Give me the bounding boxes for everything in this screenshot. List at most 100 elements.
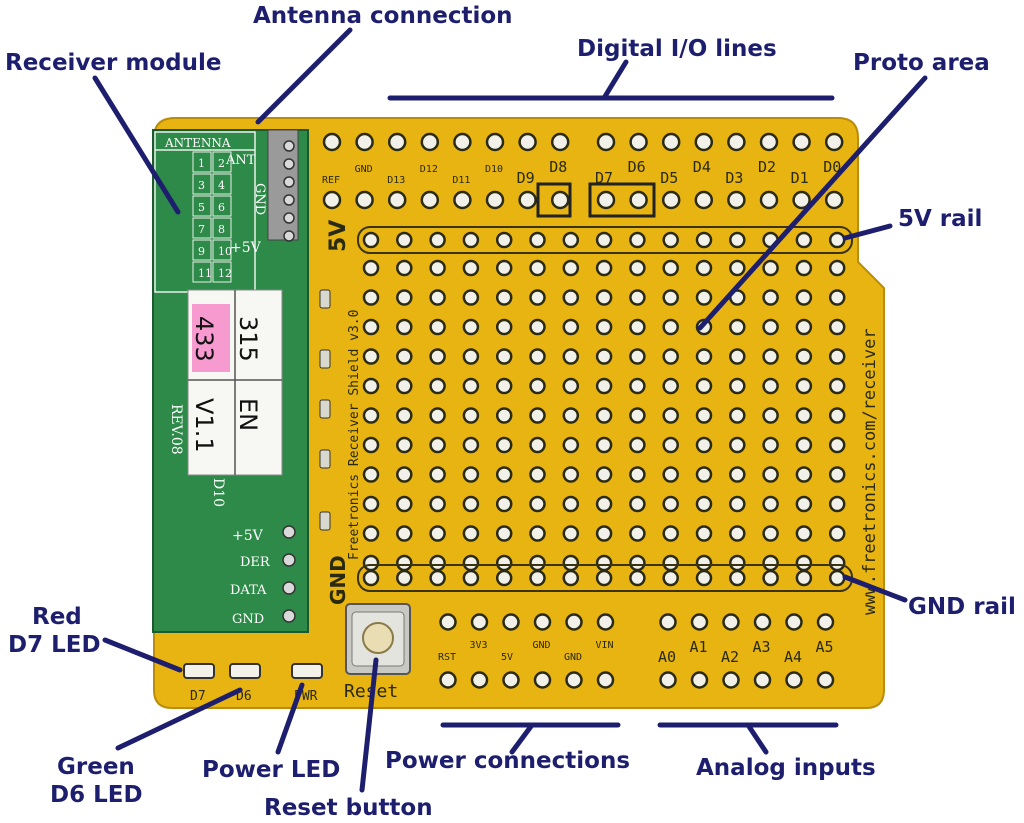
label-reset-button: Reset button: [264, 795, 433, 821]
header-hole: [596, 132, 616, 152]
header-hole: [792, 190, 811, 210]
bottom-header-hole: [690, 613, 709, 631]
proto-hole: [462, 348, 480, 365]
proto-hole: [362, 289, 380, 306]
proto-hole: [629, 495, 646, 513]
digital-pin-label: REF: [322, 175, 340, 186]
proto-hole: [729, 554, 746, 572]
proto-hole: [695, 259, 713, 277]
module-grid-number: 2: [218, 157, 225, 170]
bottom-header-hole: [722, 671, 740, 689]
rail-5v-hole: [396, 231, 413, 249]
proto-hole: [828, 466, 846, 483]
proto-hole: [562, 436, 580, 454]
proto-hole: [396, 525, 413, 542]
proto-hole: [429, 348, 446, 365]
proto-hole: [828, 318, 846, 336]
header-hole: [387, 132, 407, 152]
proto-hole: [462, 436, 480, 454]
silk-led-d7: D7: [190, 689, 206, 704]
proto-hole: [462, 289, 480, 306]
proto-hole: [362, 495, 380, 513]
proto-hole: [396, 348, 413, 365]
reset-button[interactable]: [345, 603, 411, 675]
header-hole: [518, 190, 537, 210]
sticker-en: EN: [234, 398, 262, 431]
rail-5v-hole: [462, 231, 480, 249]
proto-hole: [529, 318, 546, 336]
header-hole: [322, 132, 342, 152]
module-grid-number: 10: [218, 245, 232, 258]
proto-leader: [697, 75, 928, 331]
module-pin: [282, 525, 296, 539]
proto-hole: [828, 436, 846, 454]
proto-hole: [828, 407, 846, 424]
bottom-header-hole: [659, 671, 677, 689]
proto-hole: [495, 407, 513, 424]
bottom-header-hole: [502, 671, 520, 689]
header-hole: [661, 190, 681, 210]
module-grid-number: 9: [198, 245, 205, 258]
proto-hole: [629, 525, 646, 542]
label-green-led-2: D6 LED: [50, 782, 143, 808]
proto-hole: [462, 377, 480, 395]
proto-hole: [695, 436, 713, 454]
proto-hole: [762, 259, 779, 277]
proto-hole: [362, 436, 380, 454]
rail-5v-hole: [629, 231, 646, 249]
proto-hole: [429, 466, 446, 483]
d7-d6-pad-box: [588, 182, 656, 218]
module-pin: [282, 581, 296, 595]
silk-5v: 5V: [326, 220, 351, 252]
header-hole: [661, 132, 681, 152]
proto-hole: [595, 466, 613, 483]
proto-hole: [495, 525, 513, 542]
proto-hole: [795, 348, 813, 365]
rail-gnd-hole: [396, 569, 413, 587]
proto-hole: [828, 495, 846, 513]
module-pin: [283, 194, 295, 206]
proto-hole: [429, 289, 446, 306]
header-hole: [453, 132, 472, 152]
proto-hole: [562, 407, 580, 424]
rail-5v-holes: [362, 231, 846, 249]
proto-hole: [529, 495, 546, 513]
analog-pin-label: A3: [753, 638, 771, 656]
frequency-sticker: [187, 289, 283, 476]
proto-hole: [529, 407, 546, 424]
rail-gnd-hole: [462, 569, 480, 587]
proto-hole: [729, 348, 746, 365]
proto-hole: [795, 259, 813, 277]
bottom-header-hole: [785, 671, 803, 689]
proto-hole: [429, 377, 446, 395]
proto-hole: [729, 377, 746, 395]
bottom-header-hole: [753, 613, 772, 631]
proto-hole: [562, 289, 580, 306]
proto-hole: [629, 348, 646, 365]
proto-hole: [495, 377, 513, 395]
proto-hole: [529, 348, 546, 365]
digital-pin-label: D4: [693, 158, 711, 176]
proto-hole: [662, 525, 679, 542]
proto-hole: [562, 348, 580, 365]
proto-hole: [462, 525, 480, 542]
rail-5v-hole: [362, 231, 380, 249]
led-d6: [229, 663, 261, 679]
bottom-header-hole: [596, 613, 615, 631]
power-pin-label: 3V3: [470, 640, 488, 651]
proto-hole: [396, 289, 413, 306]
proto-hole: [762, 318, 779, 336]
proto-hole: [795, 554, 813, 572]
module-pin: [283, 140, 295, 152]
proto-hole: [562, 525, 580, 542]
header-hole: [727, 132, 746, 152]
rail-5v-hole: [662, 231, 679, 249]
module-5v-bottom: +5V: [232, 528, 264, 544]
proto-hole: [562, 259, 580, 277]
proto-hole: [396, 466, 413, 483]
proto-hole: [529, 259, 546, 277]
header-hole: [485, 132, 505, 152]
label-red-led-1: Red: [32, 604, 82, 630]
